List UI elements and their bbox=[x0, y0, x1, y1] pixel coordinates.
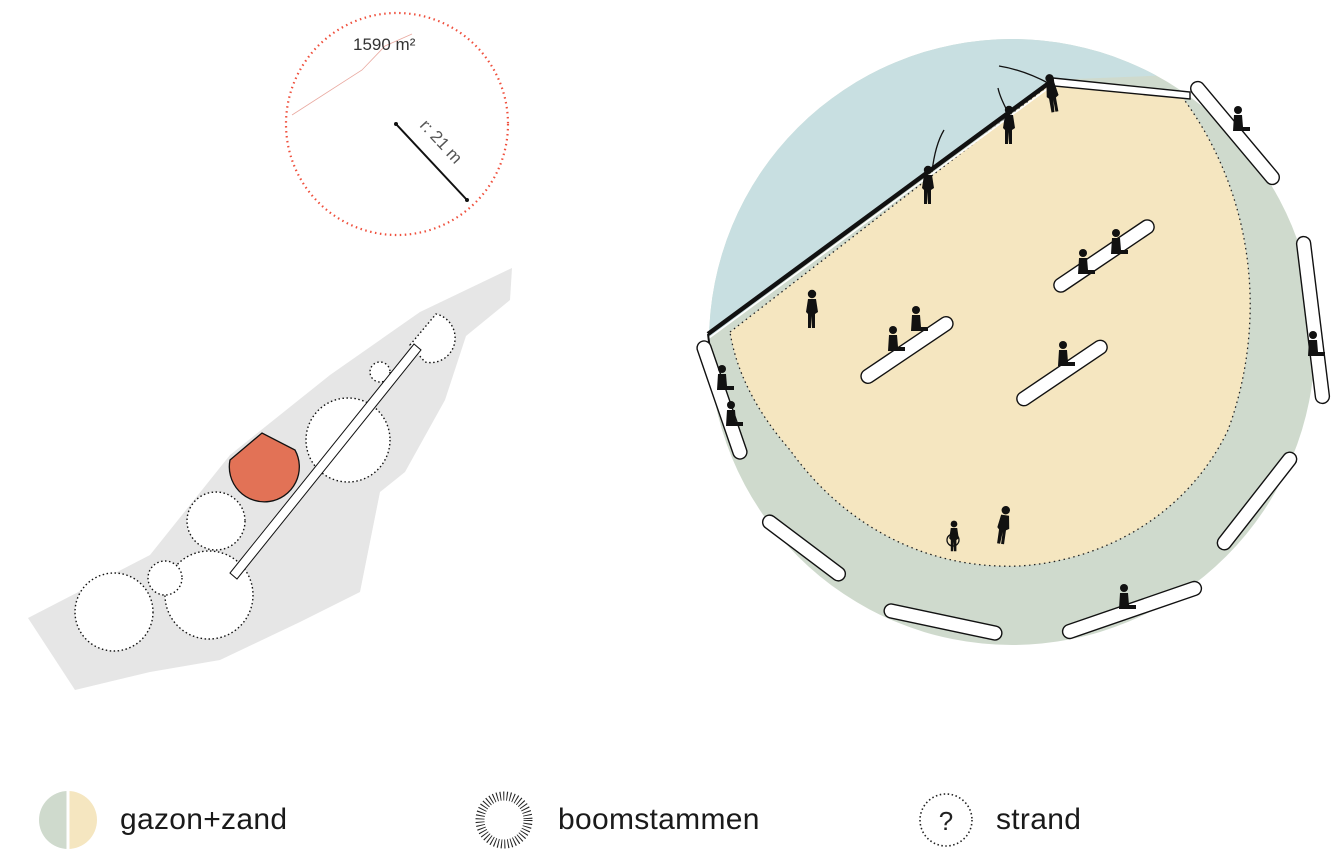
question-circle-beach-icon: ? bbox=[918, 792, 974, 848]
beach-symbol: ? bbox=[938, 806, 954, 836]
area-circle bbox=[284, 11, 510, 237]
split-circle-grass-sand-icon bbox=[39, 791, 97, 849]
site-circle bbox=[186, 491, 246, 551]
legend-item-beach: ? strand bbox=[918, 790, 1081, 850]
legend-label-beach: strand bbox=[996, 803, 1082, 836]
legend-label-tree-trunks: boomstammen bbox=[558, 803, 760, 836]
path-strip bbox=[229, 343, 422, 580]
sand-area bbox=[729, 81, 1251, 567]
highlighted-plot bbox=[228, 432, 300, 503]
legend-item-tree-trunks: boomstammen bbox=[472, 790, 760, 850]
zoom-circle bbox=[696, 39, 1331, 645]
logs-inner bbox=[860, 219, 1155, 407]
site-circle bbox=[74, 572, 154, 652]
site-circle bbox=[369, 361, 391, 383]
site-circle bbox=[147, 560, 183, 596]
site-plan bbox=[28, 268, 512, 690]
logs-rim bbox=[696, 80, 1331, 641]
legend-item-grass-sand: gazon+zand bbox=[38, 790, 287, 850]
fishing-rods bbox=[931, 65, 1051, 547]
hatched-circle-tree-trunks-icon bbox=[475, 791, 533, 849]
legend-label-grass-sand: gazon+zand bbox=[120, 803, 288, 836]
water-area bbox=[709, 39, 1200, 340]
area-label: 1590 m² bbox=[353, 35, 416, 54]
radius-label: r: 21 m bbox=[416, 116, 466, 168]
